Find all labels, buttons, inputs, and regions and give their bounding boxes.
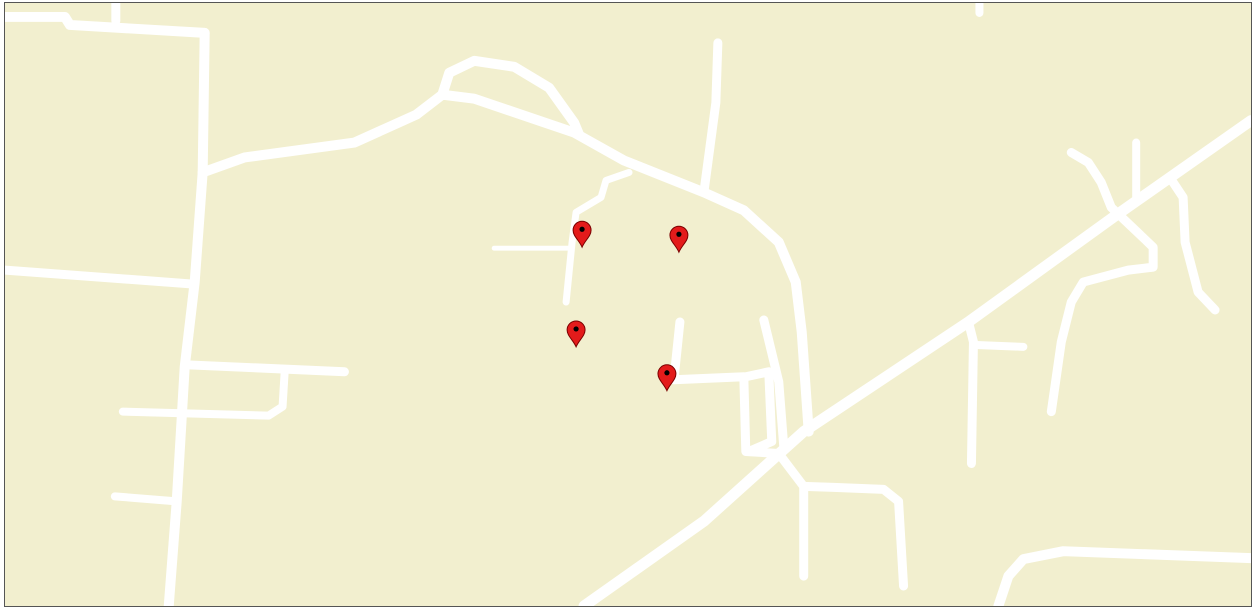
map-pin-icon[interactable] — [566, 320, 586, 349]
road-west-branch-2 — [118, 369, 289, 420]
road-west-branch-1 — [182, 360, 349, 377]
map-pin-icon[interactable] — [572, 220, 592, 249]
marker-layer — [566, 220, 689, 392]
road-inner-1 — [562, 168, 633, 306]
road-inner-4 — [741, 367, 777, 456]
road-east-3 — [1046, 148, 1158, 417]
map-canvas[interactable] — [5, 3, 1251, 606]
road-north-loop — [437, 55, 585, 140]
road-southeast-2 — [799, 481, 909, 591]
road-west-branch-3 — [110, 492, 181, 506]
road-inner-5 — [759, 315, 789, 452]
map-pin-icon[interactable] — [669, 225, 689, 254]
road-east-5 — [1168, 177, 1220, 315]
map-land-background — [5, 3, 1251, 606]
road-west-main — [5, 265, 198, 289]
road-network — [5, 3, 1251, 606]
map-pin-icon[interactable] — [657, 364, 677, 392]
road-north-spur — [699, 38, 723, 197]
road-top-left — [5, 11, 210, 38]
road-south-east — [993, 546, 1251, 606]
road-north-curve — [197, 89, 814, 437]
map-viewport[interactable] — [4, 2, 1252, 607]
road-east-2 — [969, 340, 1028, 351]
